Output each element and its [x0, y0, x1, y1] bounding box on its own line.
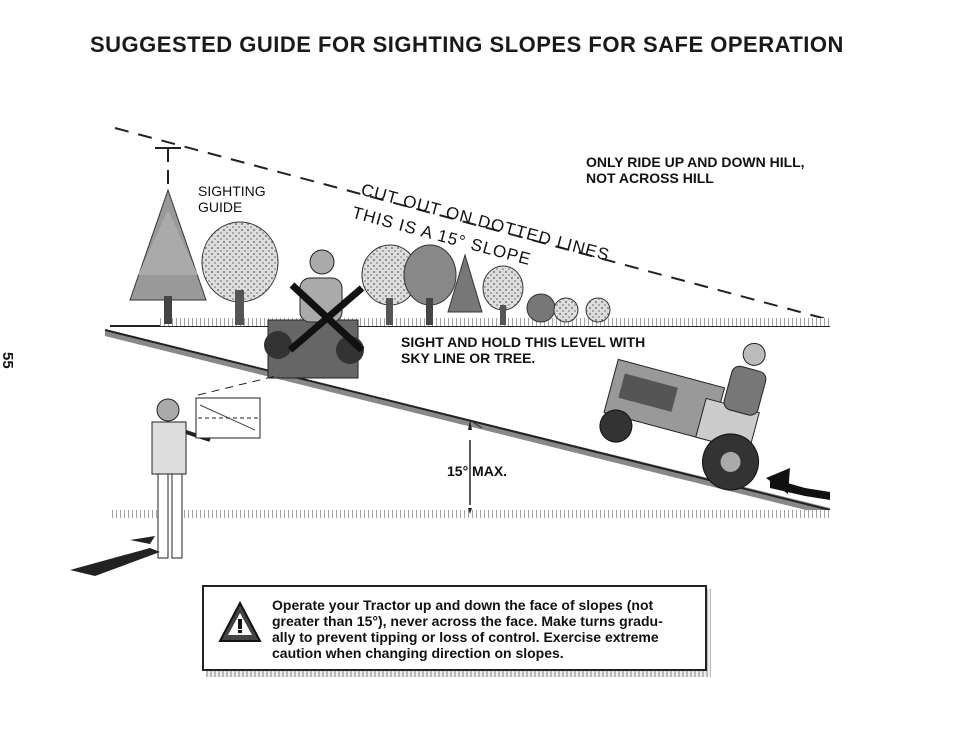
tree-4 — [447, 253, 483, 313]
tractor-across-hill-crossed — [264, 249, 365, 379]
warning-box: Operate your Tractor up and down the fac… — [202, 585, 707, 671]
warning-line1: Operate your Tractor up and down the fac… — [272, 597, 654, 613]
sighting-dashed-line — [114, 127, 831, 321]
warning-text: Operate your Tractor up and down the fac… — [272, 597, 702, 661]
only-ride-label: ONLY RIDE UP AND DOWN HILL, NOT ACROSS H… — [586, 154, 805, 186]
max-angle-label: 15° MAX. — [447, 463, 508, 479]
tractor-on-slope — [599, 342, 767, 491]
tree-3 — [403, 244, 457, 325]
sighting-card — [195, 397, 261, 439]
pine-tree — [129, 188, 207, 324]
warning-line4: caution when changing direction on slope… — [272, 645, 564, 661]
sight-hold-line2: SKY LINE OR TREE. — [401, 350, 536, 366]
tree-7 — [553, 297, 579, 323]
tree-5 — [482, 265, 524, 325]
sighting-guide-label: SIGHTING GUIDE — [198, 183, 266, 215]
direction-arrow — [766, 468, 830, 500]
person-sighting — [70, 398, 211, 576]
only-ride-line1: ONLY RIDE UP AND DOWN HILL, — [586, 154, 805, 170]
warning-line2: greater than 15°), never across the face… — [272, 613, 663, 629]
sight-hold-label: SIGHT AND HOLD THIS LEVEL WITH SKY LINE … — [401, 334, 645, 366]
sight-hold-line1: SIGHT AND HOLD THIS LEVEL WITH — [401, 334, 646, 350]
only-ride-line2: NOT ACROSS HILL — [586, 170, 714, 186]
warning-line3: ally to prevent tipping or loss of contr… — [272, 629, 659, 645]
sighting-guide-line2: GUIDE — [198, 199, 243, 215]
tree-6 — [526, 293, 556, 323]
warning-triangle-icon — [218, 601, 262, 642]
tree-8 — [585, 297, 611, 323]
tree-1 — [201, 221, 279, 325]
page-title: SUGGESTED GUIDE FOR SIGHTING SLOPES FOR … — [90, 32, 844, 57]
sighting-guide-line1: SIGHTING — [198, 183, 266, 199]
